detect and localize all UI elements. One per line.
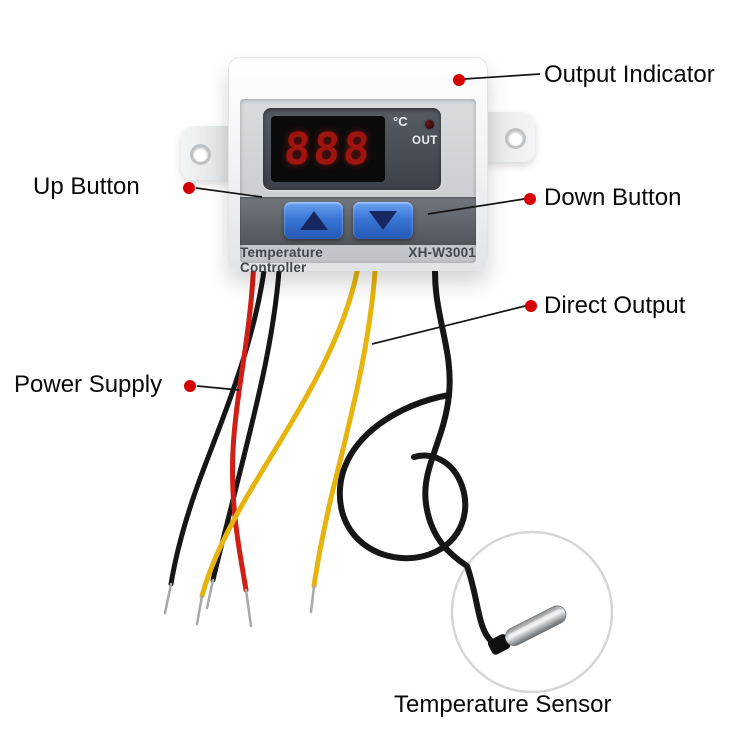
output-wire-yellow-1-tip: [195, 594, 204, 626]
output-wire-yellow-2-tip: [309, 584, 316, 614]
callout-line-direct-output: [371, 305, 526, 345]
button-strip: [240, 197, 476, 245]
mounting-hole-right: [505, 128, 526, 149]
up-button: [284, 202, 343, 239]
label-temperature-sensor: Temperature Sensor: [394, 691, 612, 718]
callout-line-up-button: [195, 187, 263, 198]
front-panel: 888 °C OUT Temperature Controller XH-W30…: [240, 99, 476, 275]
callout-line-output-indicator: [463, 73, 541, 80]
label-output-indicator: Output Indicator: [544, 61, 715, 88]
down-button: [353, 202, 413, 239]
label-direct-output: Direct Output: [544, 292, 686, 319]
device-body: 888 °C OUT Temperature Controller XH-W30…: [228, 57, 488, 275]
probe-sleeve: [487, 634, 511, 655]
callout-dot-down-button: [524, 193, 536, 205]
callout-line-down-button: [427, 198, 525, 215]
power-wire-black-1-tip: [163, 582, 173, 615]
sensor-cable-inside: [464, 563, 495, 645]
callout-dot-power-supply: [184, 380, 196, 392]
out-label: OUT: [412, 135, 438, 147]
label-down-button: Down Button: [544, 184, 682, 211]
device-title: Temperature Controller: [240, 245, 323, 275]
output-wire-yellow-1: [199, 252, 363, 599]
callout-dot-up-button: [183, 182, 195, 194]
output-wire-yellow-2: [311, 252, 379, 589]
celsius-unit-label: °C: [393, 114, 408, 129]
display-bezel: 888 °C OUT: [263, 108, 441, 190]
sensor-cable: [422, 252, 470, 569]
device-caption: Temperature Controller XH-W3001: [240, 245, 476, 275]
label-power-supply: Power Supply: [14, 371, 163, 398]
power-wire-red-tip: [244, 588, 253, 628]
label-up-button: Up Button: [33, 173, 140, 200]
power-wire-black-1: [168, 252, 269, 587]
up-arrow-icon: [299, 211, 328, 230]
power-wire-black-2-tip: [205, 578, 215, 610]
device-model: XH-W3001: [408, 245, 477, 260]
callout-line-power-supply: [196, 385, 240, 391]
sensor-cable-loop: [336, 392, 469, 562]
power-wire-red: [230, 252, 257, 593]
down-arrow-icon: [369, 211, 397, 230]
sensor-probe: [487, 605, 567, 655]
mounting-hole-left: [190, 144, 211, 165]
callout-dot-direct-output: [525, 300, 537, 312]
display-window: 888: [271, 116, 385, 182]
probe-highlight: [508, 609, 561, 638]
callout-dot-output-indicator: [453, 74, 465, 86]
output-indicator-led: [425, 120, 434, 129]
mounting-ear-right: [483, 112, 535, 162]
mounting-ear-left: [181, 126, 233, 180]
